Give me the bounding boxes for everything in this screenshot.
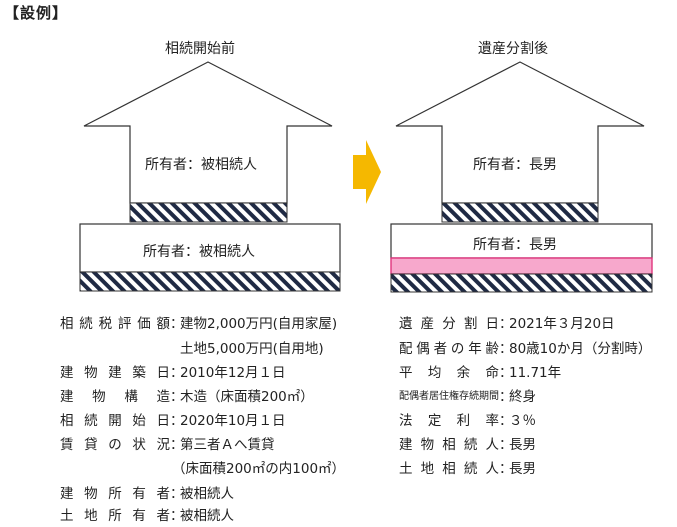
right-info-label: 遺産分割日 (399, 316, 499, 332)
after-house (395, 61, 645, 223)
right-info-value: ３％ (509, 413, 536, 429)
after-caption: 遺産分割後 (478, 41, 548, 57)
right-info-value: 11.71年 (509, 365, 562, 381)
after-land-hatch (390, 273, 653, 293)
left-info-value: 被相続人 (180, 486, 234, 502)
right-info-value: 長男 (509, 461, 536, 477)
before-house-foundation (129, 202, 288, 223)
before-house-owner: 所有者：被相続人 (145, 157, 257, 173)
left-info-label: 相続税評価額 (60, 316, 170, 332)
before-land-hatch (79, 271, 341, 292)
left-info-label: 建物構造 (60, 389, 170, 405)
left-info-value: 木造（床面積200㎡） (180, 389, 314, 405)
heading: 【設例】 (4, 4, 69, 22)
left-info-label: 建物建築日 (60, 365, 170, 381)
before-caption: 相続開始前 (165, 41, 235, 57)
after-land-pink-band (390, 257, 653, 275)
before-land-box (79, 223, 341, 273)
left-info-value: 2010年12月１日 (180, 365, 286, 381)
right-info-label: 建物相続人 (399, 437, 499, 453)
left-info-label: 相続開始日 (60, 413, 170, 429)
right-info-label: 配偶者居住権存続期間 (399, 391, 499, 402)
left-info-value: 第三者Ａへ賃貸 (180, 437, 275, 453)
after-land-owner: 所有者：長男 (473, 237, 557, 253)
left-info-value: 2020年10月１日 (180, 413, 286, 429)
left-info-value: 土地5,000万円(自用地) (180, 341, 324, 357)
before-land-owner: 所有者：被相続人 (143, 244, 255, 260)
right-info-value: 80歳10か月（分割時） (509, 341, 652, 357)
left-info-label: 建物所有者 (60, 486, 170, 502)
left-info-value: 被相続人 (180, 508, 234, 524)
diagram (79, 61, 653, 293)
before-house-outline (83, 61, 333, 204)
after-house-owner: 所有者：長男 (473, 157, 557, 173)
right-info-label: 平均余命 (399, 365, 499, 381)
left-info-value: 建物2,000万円(自用家屋) (180, 316, 338, 332)
left-info-label: 土地所有者 (60, 508, 170, 524)
before-land (79, 223, 341, 292)
before-house (83, 61, 333, 223)
left-info-value: （床面積200㎡の内100㎡） (172, 461, 346, 477)
after-house-outline (395, 61, 645, 204)
left-info-label: 賃貸の状況 (60, 437, 170, 453)
right-info-label: 土地相続人 (399, 461, 499, 477)
right-info-label: 法定利率 (399, 413, 499, 429)
arrow-right-icon (353, 140, 381, 204)
after-house-foundation (441, 202, 599, 223)
right-info-value: 2021年３月20日 (509, 316, 615, 332)
right-info-label: 配偶者の年齢 (399, 341, 499, 357)
right-info-value: 長男 (509, 437, 536, 453)
after-land (390, 223, 653, 293)
right-info-value: 終身 (509, 389, 536, 405)
